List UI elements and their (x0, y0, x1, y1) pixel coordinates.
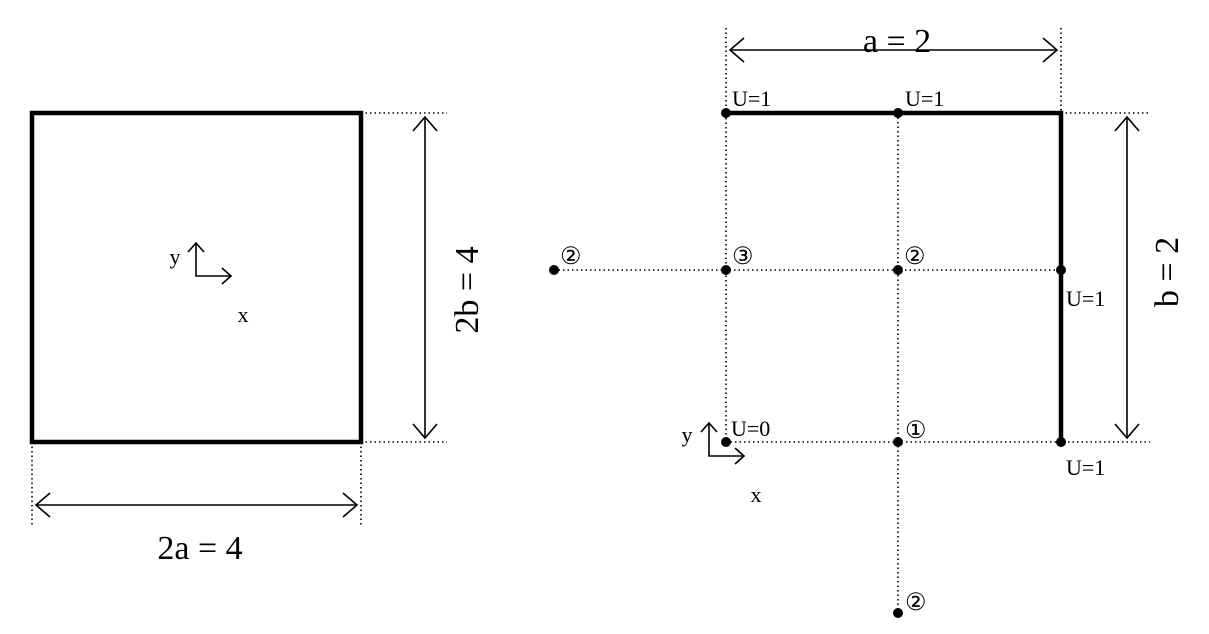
left-figure: 2b = 4 2a = 4 y x (29, 110, 486, 567)
right-axis-x-label: x (751, 482, 762, 507)
node-dot-far-left (549, 265, 559, 275)
left-width-dimension-arrow (34, 492, 359, 518)
left-axes-icon (187, 241, 233, 285)
left-height-dimension-arrow (412, 115, 438, 440)
right-boundary (726, 110, 1064, 442)
label-u-bottom-left: U=0 (731, 416, 770, 441)
node-dot-bottom-right (1056, 437, 1066, 447)
node-dot-center (893, 265, 903, 275)
right-axes-icon (700, 421, 746, 465)
left-width-label: 2a = 4 (157, 530, 242, 567)
node-dot-below (893, 608, 903, 618)
node-label-bottom-mid: ① (905, 418, 927, 444)
right-width-label: a = 2 (863, 23, 931, 60)
label-u-right-mid: U=1 (1066, 286, 1105, 311)
node-label-center: ② (904, 244, 926, 270)
left-axis-y-label: y (170, 244, 181, 269)
node-dot-bottom-left (721, 437, 731, 447)
right-figure: a = 2 b = 2 U=1 U=1 U=1 U=1 U=0 ② ③ ② ① … (549, 23, 1186, 618)
node-label-far-left: ② (560, 244, 582, 270)
node-dot-bottom-mid (893, 437, 903, 447)
node-label-below: ② (905, 590, 927, 616)
left-axis-x-label: x (238, 302, 249, 327)
label-u-top-left: U=1 (732, 86, 771, 111)
left-square (29, 110, 364, 445)
node-dot-mid-left (721, 265, 731, 275)
label-u-top-mid: U=1 (905, 86, 944, 111)
node-dot-top-left (721, 108, 731, 118)
right-width-dimension-arrow (728, 37, 1059, 63)
right-height-label: b = 2 (1149, 237, 1186, 307)
right-axis-y-label: y (682, 422, 693, 447)
node-label-mid-left: ③ (732, 244, 754, 270)
left-height-label: 2b = 4 (449, 246, 486, 333)
node-dot-right-mid (1056, 265, 1066, 275)
right-height-dimension-arrow (1114, 115, 1140, 440)
node-dot-top-mid (893, 108, 903, 118)
label-u-bottom-right: U=1 (1066, 455, 1105, 480)
